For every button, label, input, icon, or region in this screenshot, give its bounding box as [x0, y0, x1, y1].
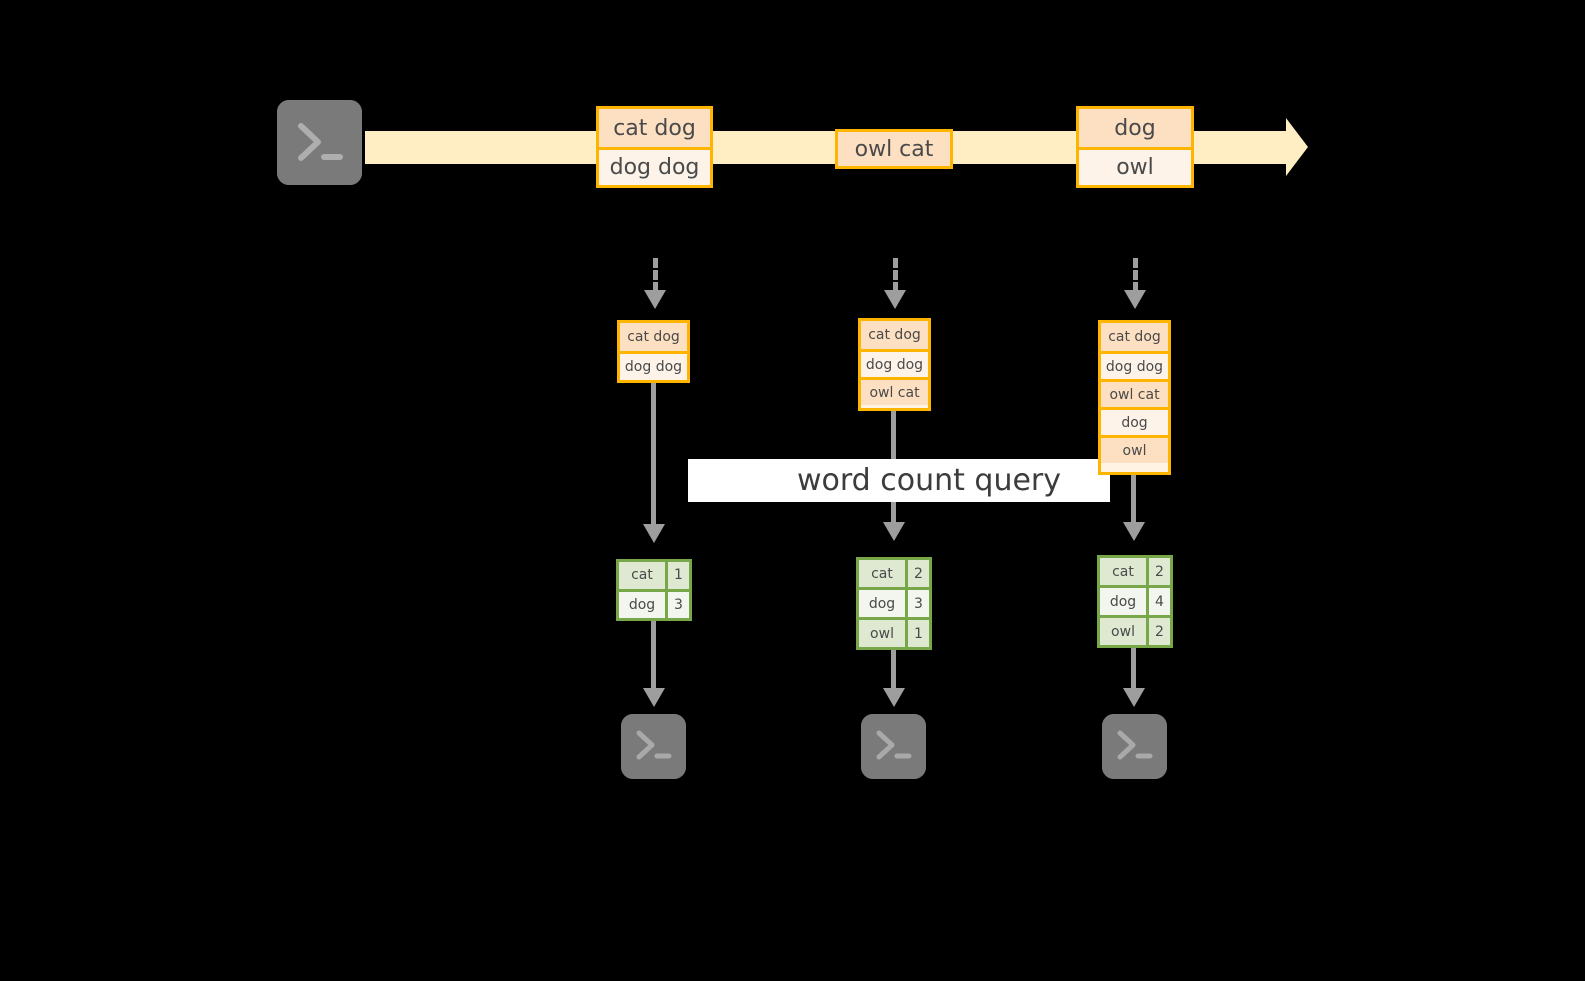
source-terminal-icon: [268, 91, 371, 194]
snapshot-2-result-table[interactable]: cat 2 dog 3 owl 1: [856, 557, 932, 650]
table-row: owl 1: [859, 617, 929, 647]
snapshot-1-buffer[interactable]: cat dog dog dog: [617, 320, 690, 383]
stream-arrow-head: [1286, 118, 1308, 176]
word-cell: cat: [1100, 558, 1146, 585]
stream-record-line: cat dog: [599, 109, 710, 147]
table-row: cat 1: [619, 562, 689, 589]
snapshot-1-query-arrowhead: [643, 524, 665, 543]
table-row: owl 2: [1100, 615, 1170, 645]
buffer-line: dog dog: [620, 351, 687, 379]
snapshot-2-query-arrowhead: [883, 522, 905, 541]
snapshot-3-trigger-line: [1133, 258, 1138, 292]
stream-record-line: dog: [1079, 109, 1191, 147]
buffer-line: cat dog: [620, 323, 687, 351]
stream-record-1[interactable]: cat dog dog dog: [596, 106, 713, 188]
count-cell: 3: [905, 590, 929, 617]
stream-record-2[interactable]: owl cat: [835, 129, 953, 169]
word-cell: dog: [619, 591, 665, 618]
count-cell: 1: [665, 562, 689, 589]
snapshot-3-query-arrowhead: [1123, 522, 1145, 541]
snapshot-2-trigger-arrowhead: [884, 290, 906, 309]
stream-record-line: owl cat: [838, 132, 950, 166]
word-cell: cat: [859, 560, 905, 587]
stream-record-line: dog dog: [599, 147, 710, 185]
snapshot-3-result-table[interactable]: cat 2 dog 4 owl 2: [1097, 555, 1173, 648]
query-banner: word count query: [688, 459, 1110, 502]
count-cell: 4: [1146, 588, 1170, 615]
snapshot-1-query-line: [651, 383, 656, 531]
snapshot-2-buffer[interactable]: cat dog dog dog owl cat: [858, 318, 931, 411]
snapshot-3-sink-terminal-icon: [1095, 707, 1174, 786]
count-cell: 2: [1146, 618, 1170, 645]
table-row: dog 4: [1100, 585, 1170, 615]
snapshot-1-output-arrowhead: [643, 688, 665, 707]
count-cell: 3: [665, 591, 689, 618]
stream-record-3[interactable]: dog owl: [1076, 106, 1194, 188]
table-row: cat 2: [1100, 558, 1170, 585]
word-cell: cat: [619, 562, 665, 589]
snapshot-2-trigger-line: [893, 258, 898, 292]
table-row: dog 3: [619, 588, 689, 618]
word-cell: dog: [1100, 588, 1146, 615]
word-cell: owl: [1100, 618, 1146, 645]
table-row: dog 3: [859, 587, 929, 617]
buffer-line: dog dog: [861, 349, 928, 377]
snapshot-2-output-line: [891, 650, 896, 694]
word-cell: owl: [859, 620, 905, 647]
snapshot-1-trigger-arrowhead: [644, 290, 666, 309]
snapshot-3-buffer[interactable]: cat dog dog dog owl cat dog owl: [1098, 320, 1171, 475]
count-cell: 2: [1146, 558, 1170, 585]
snapshot-3-output-line: [1131, 648, 1136, 694]
buffer-line: cat dog: [1101, 323, 1168, 351]
snapshot-3-output-arrowhead: [1123, 688, 1145, 707]
snapshot-1-result-table[interactable]: cat 1 dog 3: [616, 559, 692, 621]
snapshot-1-sink-terminal-icon: [614, 707, 693, 786]
buffer-line: owl cat: [861, 377, 928, 405]
count-cell: 2: [905, 560, 929, 587]
snapshot-2-output-arrowhead: [883, 688, 905, 707]
word-cell: dog: [859, 590, 905, 617]
query-banner-label: word count query: [796, 463, 1062, 498]
buffer-line: owl cat: [1101, 379, 1168, 407]
buffer-line: cat dog: [861, 321, 928, 349]
count-cell: 1: [905, 620, 929, 647]
table-row: cat 2: [859, 560, 929, 587]
snapshot-3-trigger-arrowhead: [1124, 290, 1146, 309]
buffer-line: dog: [1101, 407, 1168, 435]
stream-record-line: owl: [1079, 147, 1191, 185]
buffer-line: owl: [1101, 435, 1168, 463]
snapshot-1-trigger-line: [653, 258, 658, 292]
snapshot-3-query-line: [1131, 475, 1136, 529]
snapshot-1-output-line: [651, 621, 656, 694]
buffer-line: dog dog: [1101, 351, 1168, 379]
snapshot-2-sink-terminal-icon: [854, 707, 933, 786]
